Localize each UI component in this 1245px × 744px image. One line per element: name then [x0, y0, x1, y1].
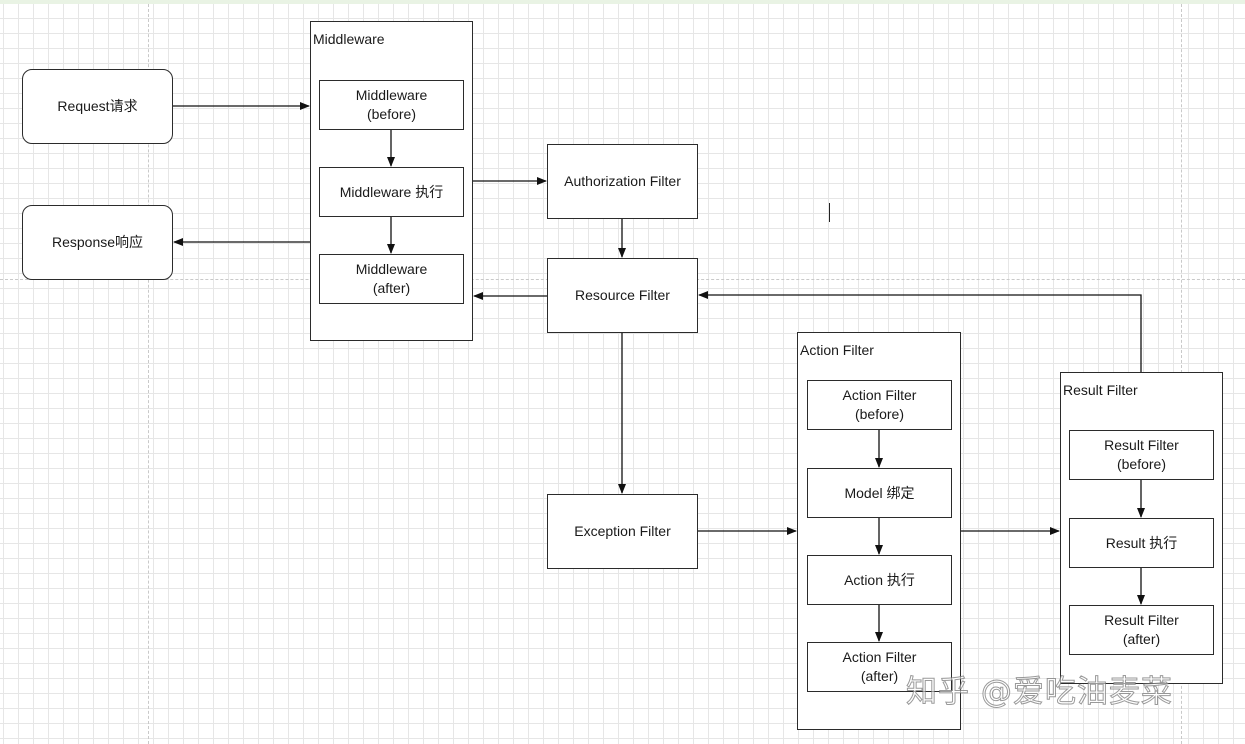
- authorization-filter-node[interactable]: Authorization Filter: [547, 144, 698, 219]
- result-filter-after-label: Result Filter (after): [1104, 612, 1179, 647]
- response-label: Response响应: [51, 234, 144, 250]
- middleware-before-label: Middleware (before): [355, 87, 428, 122]
- text-cursor: [829, 203, 830, 222]
- middleware-after-node[interactable]: Middleware (after): [319, 254, 464, 304]
- response-node[interactable]: Response响应: [22, 205, 173, 280]
- model-binding-label: Model 绑定: [844, 484, 915, 501]
- result-filter-before-node[interactable]: Result Filter (before): [1069, 430, 1214, 480]
- request-node[interactable]: Request请求: [22, 69, 173, 144]
- middleware-after-label: Middleware (after): [355, 261, 428, 296]
- middleware-exec-label: Middleware 执行: [339, 183, 444, 200]
- authorization-filter-label: Authorization Filter: [564, 173, 681, 189]
- result-exec-label: Result 执行: [1105, 534, 1178, 551]
- middleware-before-node[interactable]: Middleware (before): [319, 80, 464, 130]
- result-filter-title: Result Filter: [1063, 382, 1138, 398]
- result-filter-before-label: Result Filter (before): [1104, 437, 1179, 472]
- result-exec-node[interactable]: Result 执行: [1069, 518, 1214, 568]
- request-label: Request请求: [57, 98, 138, 114]
- action-exec-node[interactable]: Action 执行: [807, 555, 952, 605]
- action-filter-after-label: Action Filter (after): [842, 649, 917, 684]
- page-guide-vertical: [148, 4, 149, 744]
- action-filter-after-node[interactable]: Action Filter (after): [807, 642, 952, 692]
- middleware-title: Middleware: [313, 31, 385, 47]
- resource-filter-label: Resource Filter: [575, 287, 670, 303]
- exception-filter-label: Exception Filter: [574, 523, 671, 539]
- action-filter-title: Action Filter: [800, 342, 874, 358]
- model-binding-node[interactable]: Model 绑定: [807, 468, 952, 518]
- action-exec-label: Action 执行: [844, 571, 915, 588]
- action-filter-before-label: Action Filter (before): [842, 387, 917, 422]
- top-strip: [0, 0, 1245, 4]
- exception-filter-node[interactable]: Exception Filter: [547, 494, 698, 569]
- watermark-text: 知乎 @爱吃油麦菜: [906, 674, 1173, 711]
- resource-filter-node[interactable]: Resource Filter: [547, 258, 698, 333]
- action-filter-before-node[interactable]: Action Filter (before): [807, 380, 952, 430]
- result-filter-after-node[interactable]: Result Filter (after): [1069, 605, 1214, 655]
- middleware-exec-node[interactable]: Middleware 执行: [319, 167, 464, 217]
